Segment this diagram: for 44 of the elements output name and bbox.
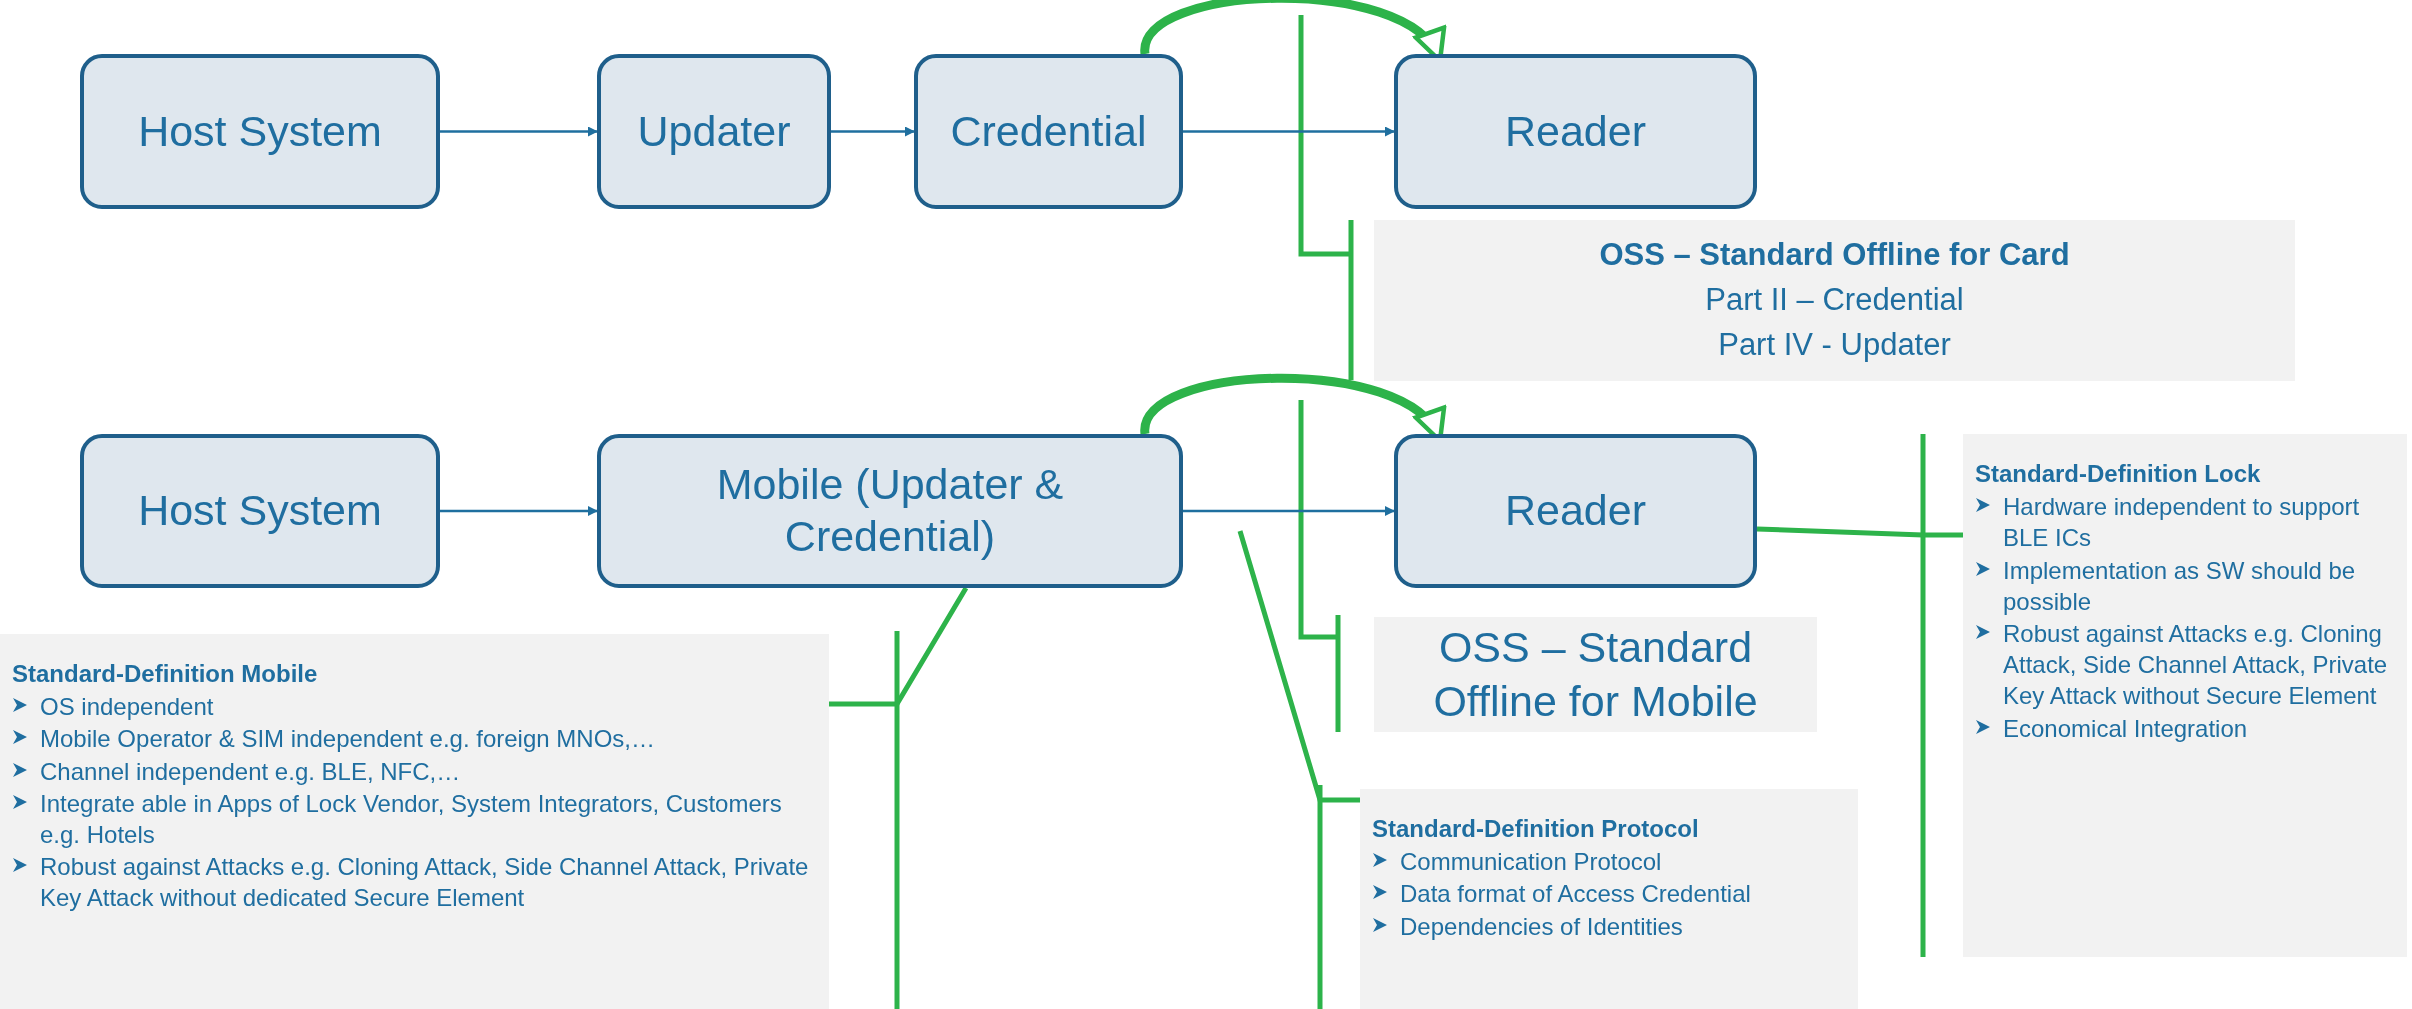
process-box <box>80 434 440 588</box>
box-label: Host System <box>138 485 382 537</box>
panel-heading: Standard-Definition Lock <box>1975 459 2262 489</box>
text-panel <box>1360 789 1858 1009</box>
bullet-text: Dependencies of Identities <box>1400 911 1683 942</box>
bullet-text: Robust against Attacks e.g. Cloning Attack, Side Channel Attack, Private Key Attack without Secure Element <box>2003 618 2389 712</box>
box-label: Mobile (Updater & Credential) <box>715 459 1065 562</box>
arrow <box>1183 506 1395 516</box>
arrow <box>440 506 598 516</box>
panel-heading: OSS – Standard Offline for Card <box>1599 236 2070 275</box>
panel-text: Part II – Credential <box>1705 281 1964 320</box>
arrow <box>440 126 598 137</box>
leader-line <box>1756 526 1963 538</box>
bullet-text: Integrate able in Apps of Lock Vendor, System Integrators, Customers e.g. Hotels <box>40 788 783 850</box>
leader-line <box>829 586 969 707</box>
box-label: Host System <box>138 105 382 157</box>
process-box <box>1394 54 1757 209</box>
arrow <box>1183 126 1395 137</box>
box-label: Reader <box>1505 105 1646 157</box>
process-box <box>1394 434 1757 588</box>
box-label: Reader <box>1505 485 1646 537</box>
process-box <box>597 54 831 209</box>
bullet-text: Channel independent e.g. BLE, NFC,… <box>40 756 461 787</box>
text-panel <box>0 634 829 1009</box>
box-label: Updater <box>637 105 791 157</box>
bullet-text: Mobile Operator & SIM independent e.g. foreign MNOs,… <box>40 724 655 755</box>
process-box <box>80 54 440 209</box>
bullet-text: Data format of Access Credential <box>1400 879 1751 910</box>
leader-line <box>1237 530 1360 803</box>
panel-text: Part IV - Updater <box>1718 325 1951 364</box>
arrow <box>831 126 915 137</box>
process-box <box>597 434 1183 588</box>
panel-heading: Standard-Definition Mobile <box>12 659 319 689</box>
bullet-text: Implementation as SW should be possible <box>2003 555 2357 617</box>
process-box <box>914 54 1183 209</box>
box-label: Credential <box>950 105 1147 157</box>
panel-text: OSS – Standard Offline for Mobile <box>1432 621 1759 727</box>
bullet-text: Communication Protocol <box>1400 847 1662 878</box>
text-panel <box>1963 434 2407 957</box>
bullet-text: OS independent <box>40 692 214 723</box>
bullet-text: Economical Integration <box>2003 713 2248 744</box>
bullet-text: Hardware independent to support BLE ICs <box>2003 492 2361 554</box>
panel-heading: Standard-Definition Protocol <box>1372 814 1700 844</box>
bullet-text: Robust against Attacks e.g. Cloning Attack, Side Channel Attack, Private Key Attack without dedicated Secure Element <box>40 852 810 914</box>
